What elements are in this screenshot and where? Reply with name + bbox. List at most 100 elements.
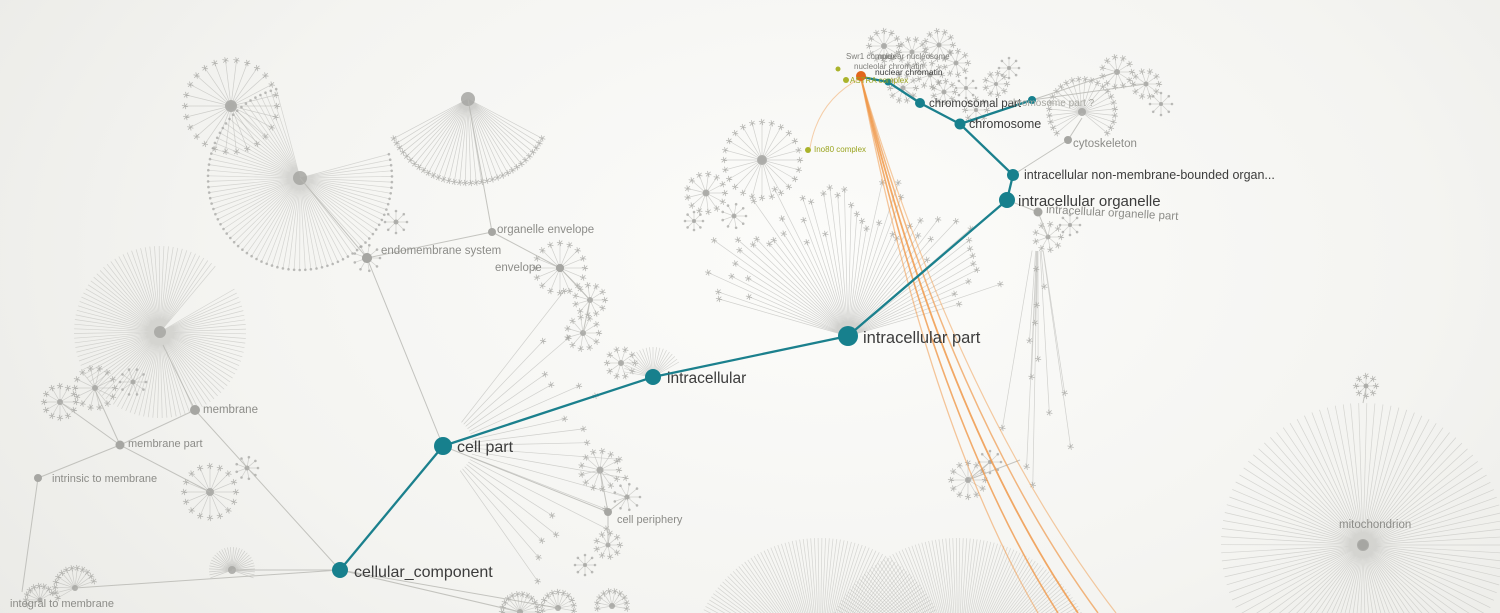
node-nucleosome[interactable]	[856, 71, 866, 81]
cluster-flower-tips	[22, 582, 56, 608]
node-intracellular-part[interactable]	[838, 326, 858, 346]
node-membrane[interactable]	[190, 405, 200, 415]
cluster-center-node	[1159, 102, 1163, 106]
node-label[interactable]: nuclear nucleosome	[878, 52, 950, 61]
node-label[interactable]: membrane	[203, 404, 258, 416]
node-cell-periphery[interactable]	[604, 508, 612, 516]
cluster-tip-dot	[988, 449, 992, 453]
node-ino80-complex[interactable]	[805, 147, 811, 153]
node-intracellular-organelle[interactable]	[999, 192, 1015, 208]
cluster-tip-dot	[353, 252, 357, 255]
node-label[interactable]: ASTRA complex	[850, 76, 908, 85]
cluster-tip-dot	[351, 252, 354, 255]
node-label[interactable]: intracellular non-membrane-bounded organ…	[1024, 168, 1275, 182]
node-cellular_component[interactable]	[332, 562, 348, 578]
cluster-tip-dot	[590, 570, 594, 574]
cluster-tip-dot	[270, 264, 274, 267]
orange-curve	[860, 77, 1099, 613]
cluster-tip-dot	[383, 220, 387, 224]
cluster-tip-dot	[210, 152, 213, 155]
cluster-tip-dot	[219, 223, 222, 226]
node-organelle-envelope[interactable]	[488, 228, 496, 236]
node-label[interactable]: Ino80 complex	[814, 145, 866, 154]
node-label[interactable]: chromosome part ?	[1008, 98, 1095, 109]
node-label[interactable]: intracellular	[667, 370, 746, 387]
node-astra-complex[interactable]	[843, 77, 849, 83]
node-endomembrane-system[interactable]	[362, 253, 372, 263]
node-chromosome[interactable]	[954, 118, 966, 130]
cluster-tip-dot	[619, 507, 622, 510]
node-label[interactable]: mitochondrion	[1339, 519, 1411, 531]
node-label[interactable]: envelope	[495, 262, 542, 274]
cluster-spokes	[708, 182, 1001, 337]
cluster-tip-dot	[1000, 59, 1004, 63]
cluster-tip-dot	[264, 91, 267, 94]
cluster-spokes	[985, 73, 1007, 95]
node-label[interactable]: intracellular part	[863, 329, 981, 347]
node-label[interactable]: nucleolar chromatin	[854, 62, 924, 71]
node-chromatin-link[interactable]	[884, 78, 892, 86]
node-label[interactable]: organelle envelope	[497, 224, 594, 236]
node-cytoskeleton[interactable]	[1064, 136, 1072, 144]
cluster-flower-tips	[684, 170, 729, 216]
node-label[interactable]: chromosome	[969, 117, 1041, 131]
node-chromosomal-part[interactable]	[915, 98, 925, 108]
cluster-tip-dot	[402, 228, 406, 232]
cluster-tip-dot	[304, 268, 307, 272]
cluster-tip-dot	[364, 241, 367, 244]
cluster-tip-dot	[254, 459, 257, 463]
node-label[interactable]: intrinsic to membrane	[52, 473, 157, 485]
cluster-tip-dot	[287, 268, 290, 271]
cluster-spokes	[999, 58, 1019, 78]
node-label[interactable]: chromosomal part	[929, 98, 1022, 110]
node-mitochondrion[interactable]	[1358, 540, 1368, 550]
node-non-membrane-bounded-organelle[interactable]	[1007, 169, 1019, 181]
cluster-tip-dot	[628, 508, 631, 512]
node-cell-part[interactable]	[434, 437, 452, 455]
node-label[interactable]: endomembrane system	[381, 245, 501, 257]
cluster-spokes	[685, 212, 703, 230]
cluster-tip-dot	[1078, 223, 1082, 227]
cluster-fans	[22, 27, 1500, 613]
node-intrinsic-to-membrane[interactable]	[34, 474, 42, 482]
node-label[interactable]: membrane part	[128, 438, 203, 450]
node-chromosome-part[interactable]	[1028, 96, 1036, 104]
node-membrane-part[interactable]	[115, 440, 125, 450]
cluster-flower-tips	[1099, 54, 1136, 90]
cluster-tip-dot	[121, 373, 124, 376]
cluster-tip-dot	[390, 186, 393, 189]
node-label[interactable]: intracellular organelle	[1018, 193, 1161, 210]
cluster-tip-dot	[292, 268, 296, 272]
node-envelope[interactable]	[556, 264, 564, 272]
cluster-spokes	[385, 211, 407, 233]
node-green-small[interactable]	[835, 66, 841, 72]
node-label[interactable]: Swr1 complex	[846, 52, 896, 61]
node-label[interactable]: cell periphery	[617, 514, 683, 526]
node-label[interactable]: nuclear chromatin	[875, 67, 943, 77]
cluster-tip-dot	[583, 573, 587, 577]
cluster-tip-dot	[121, 388, 124, 391]
cluster-center-node	[757, 155, 767, 165]
cluster-tip-dot	[368, 237, 371, 240]
cluster-tip-dot	[207, 191, 211, 194]
node-label[interactable]: cell part	[457, 439, 514, 456]
node-label[interactable]: cellular_component	[354, 564, 493, 581]
node-intracellular[interactable]	[645, 369, 661, 385]
cluster-tip-dot	[388, 197, 391, 201]
cluster-tip-dot	[974, 86, 978, 90]
teal-edge	[958, 122, 1015, 177]
cluster-tip-dot	[386, 212, 390, 216]
node-label[interactable]: integral to membrane	[10, 598, 114, 610]
cluster-tip-dot	[583, 553, 587, 557]
cluster-spokes	[208, 547, 256, 579]
cluster-tip-dot	[721, 210, 724, 214]
cluster-tip-dot	[635, 487, 639, 490]
cluster-tip-dot	[236, 244, 240, 248]
cluster-tip-dot	[221, 126, 225, 130]
graph-nodes	[34, 66, 1368, 578]
node-label[interactable]: cytoskeleton	[1073, 138, 1137, 150]
cluster-center-node	[953, 60, 959, 66]
node-intracellular-organelle-part[interactable]	[1033, 207, 1043, 217]
